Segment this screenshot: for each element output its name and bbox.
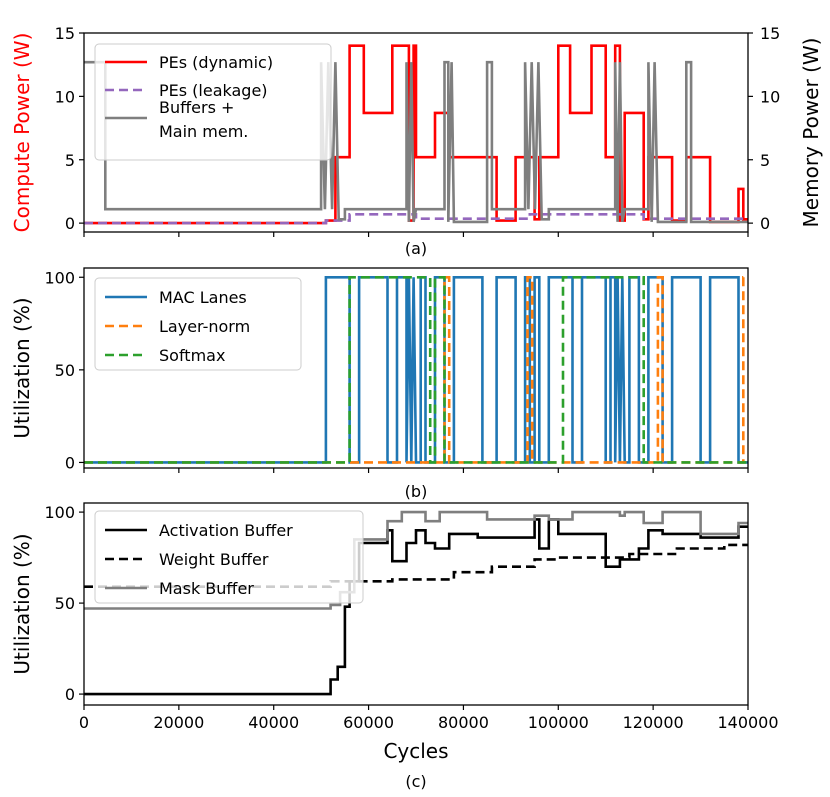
- y2-tick-label: 5: [760, 151, 770, 170]
- legend-label: Mask Buffer: [159, 579, 254, 598]
- y-tick-label: 100: [44, 268, 75, 287]
- panel-a: 0 5 10 15 0 5 10 15 Compute Power (W) Memory Powe…: [10, 24, 823, 237]
- y-tick-label: 0: [65, 453, 75, 472]
- x-tick-label: 40000: [248, 713, 299, 732]
- panel-label-c: (c): [405, 772, 426, 791]
- series-line-3: [84, 60, 748, 224]
- legend-label: PEs (dynamic): [159, 53, 273, 72]
- x-tick-label: 100000: [528, 713, 589, 732]
- x-tick-label: 0: [79, 713, 89, 732]
- legend-label: Softmax: [159, 346, 225, 365]
- legend-label: Layer-norm: [159, 317, 250, 336]
- y-tick-label: 0: [65, 214, 75, 233]
- legend-label: Buffers +Main mem.: [159, 98, 248, 141]
- y-tick-label: 5: [65, 151, 75, 170]
- legend: PEs (dynamic) PEs (leakage)Buffers +Main …: [94, 43, 332, 161]
- series-line-3: [84, 276, 748, 464]
- y-axis-label: Compute Power (W): [10, 33, 34, 233]
- y2-tick-label: 10: [760, 87, 780, 106]
- y-tick-label: 10: [55, 87, 75, 106]
- legend-box: [94, 510, 364, 604]
- legend-box: [94, 43, 332, 161]
- y2-tick-label: 0: [760, 214, 770, 233]
- y-axis-label: Utilization (%): [10, 297, 34, 438]
- x-tick-label: 140000: [717, 713, 778, 732]
- panels-layer: 0 5 10 15 0 5 10 15 Compute Power (W) Memory Powe…: [10, 24, 823, 732]
- legend-label: MAC Lanes: [159, 288, 247, 307]
- series-line-2: [84, 213, 748, 225]
- x-tick-label: 80000: [438, 713, 489, 732]
- y-tick-label: 15: [55, 24, 75, 43]
- y-tick-label: 50: [55, 361, 75, 380]
- panel-label-b: (b): [405, 482, 428, 501]
- legend-label: Weight Buffer: [159, 550, 269, 569]
- legend-label: Activation Buffer: [159, 521, 293, 540]
- y-tick-label: 100: [44, 503, 75, 522]
- x-tick-label: 60000: [343, 713, 394, 732]
- legend-label: PEs (leakage): [159, 81, 268, 100]
- y-tick-label: 0: [65, 685, 75, 704]
- plot-frame: [83, 502, 749, 706]
- y2-tick-label: 15: [760, 24, 780, 43]
- y-axis-label: Utilization (%): [10, 533, 34, 674]
- x-tick-label: 120000: [623, 713, 684, 732]
- y2-axis-label: Memory Power (W): [799, 38, 823, 228]
- panel-label-a: (a): [405, 239, 427, 258]
- plot-frame: [83, 267, 749, 469]
- panel-c: 0 20000 40000 60000 80000 100000 120000 140000 0…: [10, 502, 779, 732]
- x-tick-label: 20000: [153, 713, 204, 732]
- y-tick-label: 50: [55, 594, 75, 613]
- series-line-2: [84, 543, 748, 588]
- x-axis-label: Cycles: [383, 739, 448, 763]
- legend-box: [94, 277, 302, 371]
- plot-frame: [83, 32, 749, 233]
